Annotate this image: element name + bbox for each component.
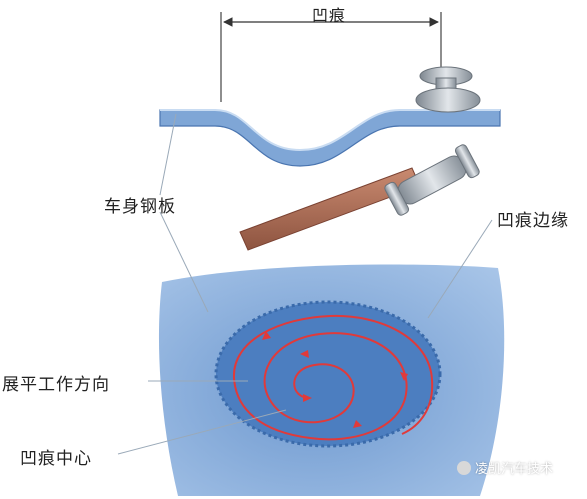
wechat-icon — [457, 461, 471, 475]
body-panel-label: 车身钢板 — [104, 197, 176, 217]
dent-center-label: 凹痕中心 — [20, 449, 92, 469]
dent-edge-label: 凹痕边缘 — [497, 211, 569, 231]
working-direction-label: 展平工作方向 — [2, 375, 110, 395]
dent-width-label: 凹痕 — [312, 6, 347, 25]
spiral-arrow-icon — [232, 314, 434, 441]
dent-area — [214, 300, 442, 448]
watermark: 凌凯汽车技术 — [457, 458, 553, 477]
body-panel-cross-section — [159, 109, 501, 167]
body-hammer-icon — [239, 144, 480, 251]
watermark-text: 凌凯汽车技术 — [475, 462, 554, 477]
leader-lines — [117, 113, 493, 455]
dolly-icon — [415, 66, 481, 113]
